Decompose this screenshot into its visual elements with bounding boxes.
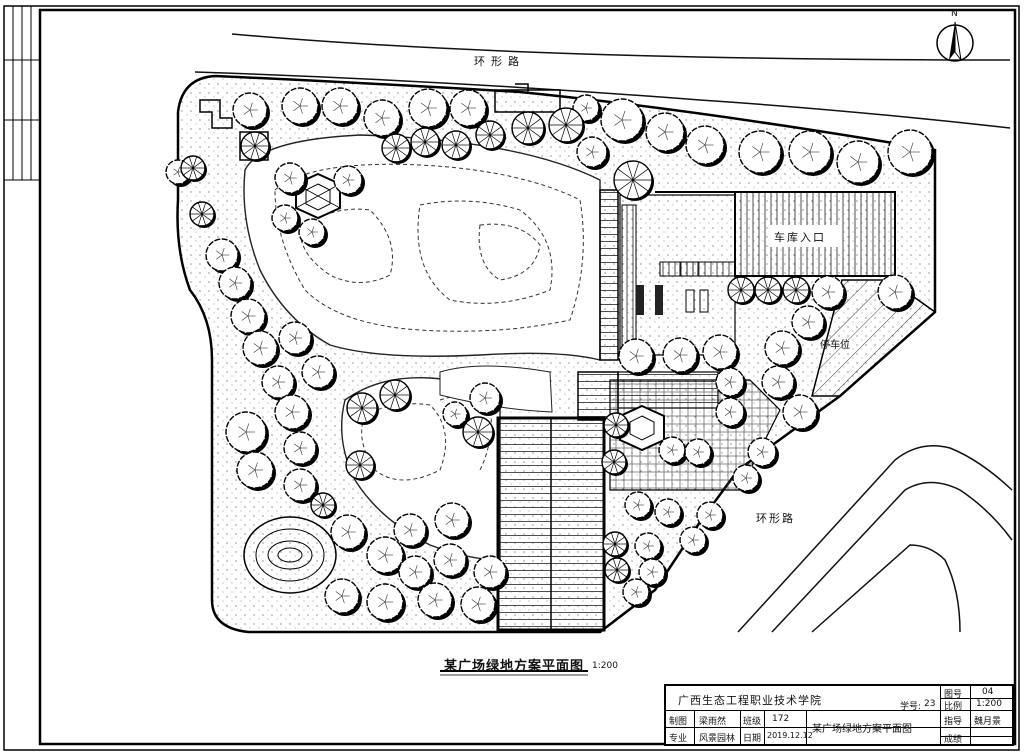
grade-label: 成绩 <box>944 735 963 745</box>
garage-entrance <box>734 191 896 277</box>
garage-label: 车库入口 <box>774 231 826 244</box>
major: 风景园林 <box>699 734 736 744</box>
ring-road-top <box>194 33 1011 129</box>
north-label: N <box>951 9 958 19</box>
advisor-label: 指导 <box>944 717 963 727</box>
contour-lines <box>274 163 584 332</box>
road-label-top: 环形路 <box>474 55 525 68</box>
north-arrow-icon <box>936 21 974 62</box>
plaza <box>619 194 736 356</box>
sheet-no: 04 <box>982 687 994 697</box>
title-block: 广西生态工程职业技术学院 学号: 23 图号 04 比例 1:200 制图 梁雨… <box>664 684 1014 746</box>
class-value: 172 <box>772 714 790 724</box>
plan-scale: 1:200 <box>592 661 618 671</box>
drawn-by-label: 制图 <box>669 717 688 727</box>
sheet-no-label: 图号 <box>944 690 963 700</box>
parking-label: 停车位 <box>820 340 850 351</box>
plan-title: 某广场绿地方案平面图 <box>444 659 585 674</box>
central-pergola <box>496 416 606 632</box>
drawing-name: 某广场绿地方案平面图 <box>812 724 912 735</box>
student-no-label: 学号: <box>900 702 922 712</box>
road-label-bottom: 环形路 <box>756 512 795 525</box>
scale-value: 1:200 <box>976 699 1002 709</box>
student-no: 23 <box>924 699 936 709</box>
drawn-by: 梁雨然 <box>699 717 727 727</box>
oval-fountain <box>243 516 337 594</box>
major-label: 专业 <box>669 734 688 744</box>
date-label: 日期 <box>743 734 762 744</box>
ring-road-bottom <box>737 445 1013 633</box>
school-name: 广西生态工程职业技术学院 <box>678 694 822 707</box>
scale-label: 比例 <box>944 702 963 712</box>
trees <box>165 87 935 624</box>
class-label: 班级 <box>743 717 762 727</box>
binding-strip <box>4 6 40 181</box>
date-value: 2019.12.12 <box>767 731 813 740</box>
advisor: 魏月景 <box>974 717 1002 727</box>
